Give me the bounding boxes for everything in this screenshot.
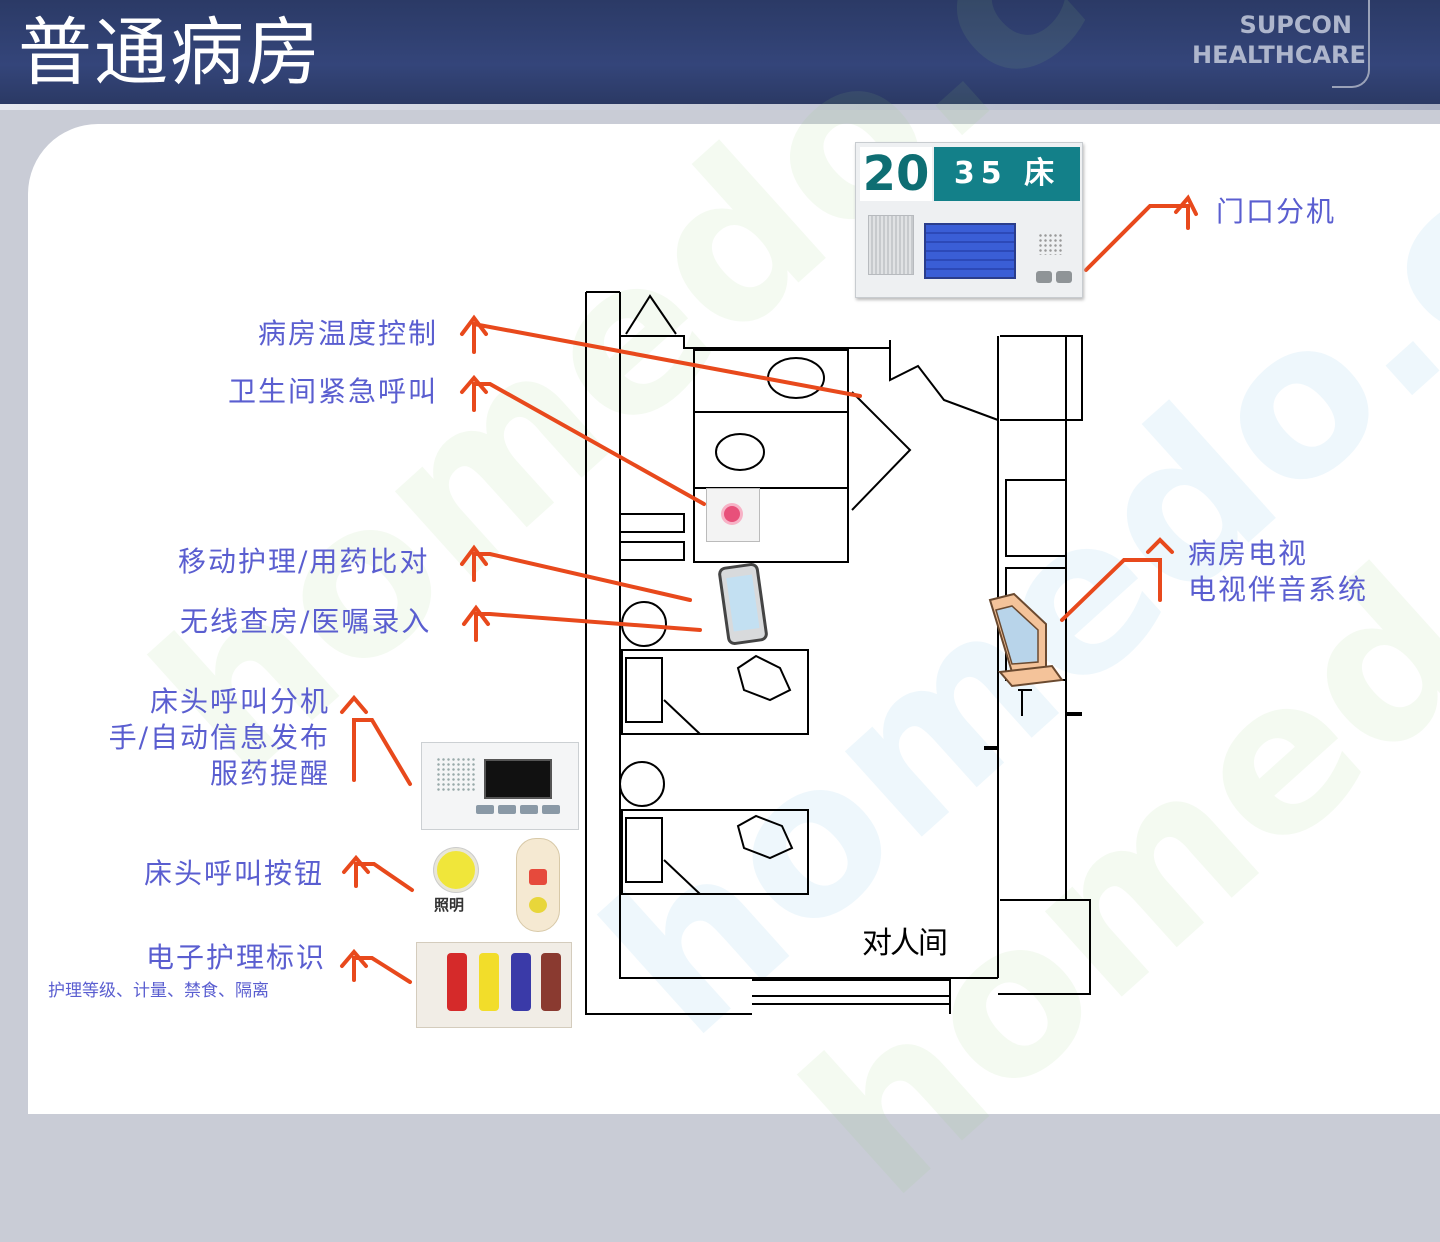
label-wireless-rounds: 无线查房/医嘱录入: [180, 605, 432, 638]
left-outer-wall: [585, 292, 752, 1015]
toilet-icon: [715, 433, 765, 471]
right-wall: [997, 335, 1083, 978]
bed-1: [621, 649, 809, 735]
header-bar: 普通病房 SUPCON HEALTHCARE: [0, 0, 1440, 108]
arrow-bedside-button: [342, 854, 414, 892]
chair-2: [619, 761, 665, 807]
nursing-bar-brown: [541, 953, 561, 1011]
arrow-nursing-id: [340, 948, 412, 984]
bed-2-headboard: [625, 817, 663, 883]
sink-icon: [767, 357, 825, 399]
door-button-2: [1056, 271, 1072, 283]
brand-logo: SUPCON HEALTHCARE: [1192, 10, 1366, 70]
bed-1-fold: [663, 699, 701, 735]
mic-grid-icon: [1038, 233, 1062, 255]
arrow-bathroom: [460, 374, 706, 506]
bedside-unit-device: [421, 742, 579, 830]
bathroom-wall: [693, 349, 849, 563]
floor-plan-diagram: [340, 194, 1198, 1015]
light-button-icon: [434, 848, 478, 892]
key-4: [542, 805, 560, 814]
tablet-icon: [718, 563, 768, 645]
bed-2-fold: [663, 859, 701, 895]
arrow-door-unit: [1084, 194, 1198, 272]
nursing-indicator-device: [416, 942, 572, 1028]
bed-number: 35 床: [934, 147, 1080, 201]
arrow-wireless-rounds: [462, 604, 702, 642]
room-number: 20: [860, 147, 932, 201]
bathroom-door: [851, 391, 912, 511]
cabinet-2: [619, 541, 685, 561]
room-door: [889, 340, 999, 421]
label-door-unit: 门口分机: [1216, 195, 1337, 228]
label-temperature: 病房温度控制: [258, 317, 439, 350]
brand-frame: [1332, 0, 1370, 88]
entrance-door: [625, 294, 677, 335]
display-screen: [484, 759, 552, 799]
label-tv-line-1: 病房电视: [1188, 537, 1309, 570]
nursing-bar-blue: [511, 953, 531, 1011]
room-label: 对人间: [862, 926, 948, 961]
key-3: [520, 805, 538, 814]
bed-2: [621, 809, 809, 895]
label-tv: 病房电视 电视伴音系统: [1188, 536, 1368, 608]
door-unit-device: 20 35 床: [855, 142, 1083, 298]
arrow-bedside-unit: [340, 694, 412, 786]
arrow-tv: [1060, 537, 1174, 622]
display-screen: [924, 223, 1016, 279]
label-bathroom-call: 卫生间紧急呼叫: [228, 375, 439, 408]
speaker-icon: [436, 757, 476, 793]
arrow-mobile-care: [460, 544, 692, 602]
pillow-2: [736, 814, 794, 860]
label-nursing-id-sub: 护理等级、计量、禁食、隔离: [48, 981, 269, 1001]
callout-arrows: [340, 194, 1198, 984]
speaker-icon: [868, 215, 914, 275]
tv-icon: [988, 592, 1064, 688]
label-bedside-line-3: 服药提醒: [209, 757, 330, 790]
brand-line-2: HEALTHCARE: [1192, 41, 1366, 69]
label-bedside-line-1: 床头呼叫分机: [149, 685, 330, 718]
key-1: [476, 805, 494, 814]
bottom-door: [752, 979, 951, 1014]
label-bedside-button: 床头呼叫按钮: [144, 857, 325, 890]
label-bedside-unit: 床头呼叫分机 手/自动信息发布 服药提醒: [86, 684, 330, 792]
yellow-button-icon: [529, 897, 547, 913]
bed-1-headboard: [625, 657, 663, 723]
light-button-label: 照明: [434, 896, 465, 914]
cabinet-1: [619, 513, 685, 533]
wardrobe-1: [1005, 479, 1067, 557]
wall-mark: [984, 712, 1082, 750]
arrow-temperature: [460, 314, 862, 398]
brand-line-1: SUPCON: [1239, 11, 1352, 39]
tv-stand: [1018, 689, 1032, 716]
door-button-1: [1036, 271, 1052, 283]
label-mobile-care: 移动护理/用药比对: [178, 545, 430, 578]
label-nursing-id: 电子护理标识: [146, 941, 327, 974]
top-wall: [586, 291, 890, 349]
key-2: [498, 805, 516, 814]
label-bedside-line-2: 手/自动信息发布: [108, 721, 330, 754]
pillow-1: [736, 654, 792, 702]
call-button-icon: [724, 506, 740, 522]
red-button-icon: [529, 869, 547, 885]
floor-plan: [585, 291, 1091, 1015]
bathroom-call-device: [706, 488, 760, 542]
call-handset-device: [516, 838, 560, 932]
page-title: 普通病房: [18, 10, 322, 96]
label-tv-line-2: 电视伴音系统: [1188, 573, 1369, 606]
nursing-bar-yellow: [479, 953, 499, 1011]
header-divider: [0, 104, 1440, 110]
nursing-bar-red: [447, 953, 467, 1011]
